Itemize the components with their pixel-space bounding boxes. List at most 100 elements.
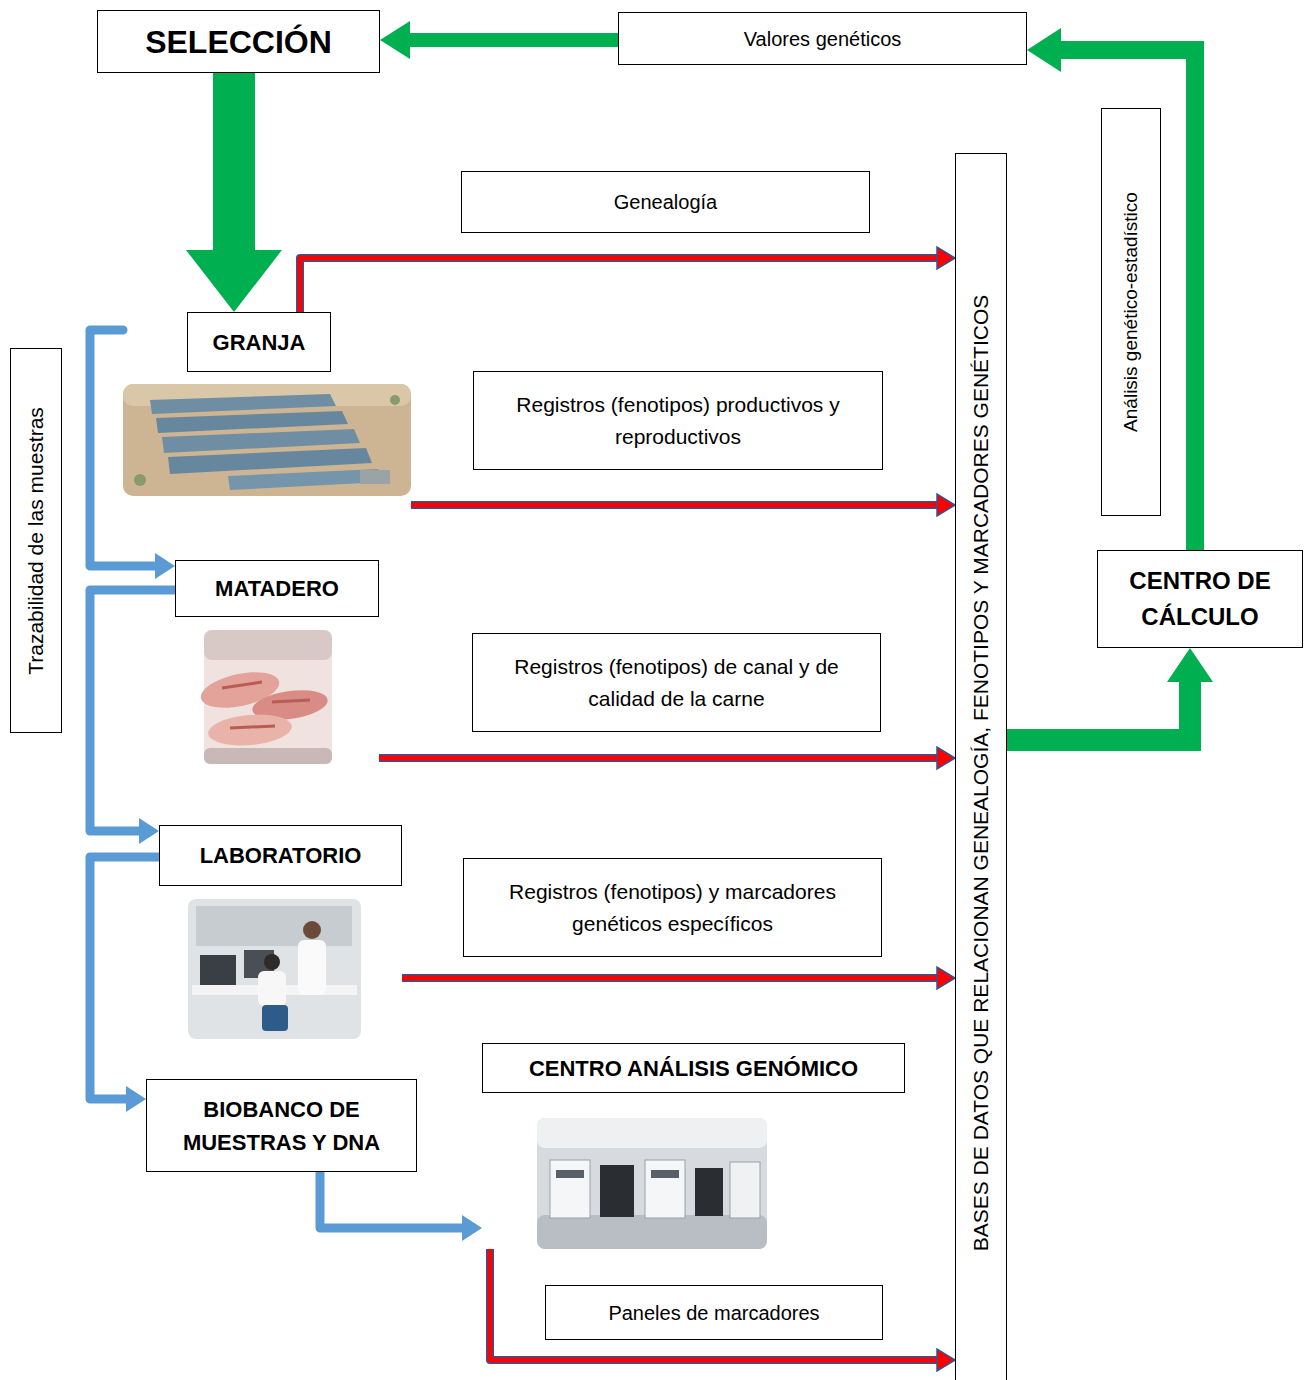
genomic-panel bbox=[651, 1170, 679, 1178]
arrow-head bbox=[139, 818, 159, 844]
node-text: Genealogía bbox=[614, 187, 717, 217]
node-text: Trazabilidad de las muestras bbox=[23, 356, 48, 725]
connector bbox=[411, 494, 955, 516]
genomic-background bbox=[537, 1118, 767, 1249]
arrow-head bbox=[937, 967, 955, 989]
connector bbox=[1027, 28, 1195, 550]
genomic-machine bbox=[600, 1165, 634, 1217]
node-text: BASES DE DATOS QUE RELACIONAN GENEALOGÍA… bbox=[968, 161, 993, 1380]
connector bbox=[90, 330, 175, 579]
genomic-machine bbox=[550, 1160, 590, 1218]
farm-shed bbox=[228, 469, 383, 490]
group-node: GRANJA bbox=[123, 312, 411, 512]
arrow-head bbox=[380, 21, 410, 59]
genomic-floor bbox=[537, 1215, 767, 1249]
process-box: Valores genéticos bbox=[618, 12, 1027, 65]
node-text: BIOBANCO DE MUESTRAS Y DNA bbox=[161, 1093, 402, 1159]
vertical-box: Análisis genético-estadístico bbox=[1101, 108, 1161, 516]
process-box: BIOBANCO DE MUESTRAS Y DNA bbox=[146, 1079, 417, 1172]
connector bbox=[490, 1249, 955, 1371]
arrow-head bbox=[126, 1086, 146, 1112]
connector-line bbox=[90, 330, 157, 566]
arrow-head bbox=[937, 747, 955, 769]
genomic-machine bbox=[730, 1162, 760, 1218]
connector-line bbox=[379, 756, 939, 761]
genomic-machine bbox=[695, 1168, 723, 1216]
connector bbox=[300, 247, 955, 312]
node-text: SELECCIÓN bbox=[145, 18, 332, 66]
connector bbox=[379, 747, 955, 769]
farm-ground bbox=[123, 384, 411, 496]
arrow-head bbox=[1027, 28, 1061, 72]
farm-building bbox=[360, 470, 390, 484]
farm-shed bbox=[150, 394, 336, 414]
heading-box: LABORATORIO bbox=[159, 825, 402, 886]
connector-line bbox=[402, 974, 939, 982]
connector-line bbox=[411, 503, 939, 508]
meat-wall bbox=[204, 630, 332, 660]
node-text: CENTRO DE CÁLCULO bbox=[1112, 563, 1288, 635]
arrow-head bbox=[462, 1215, 482, 1241]
process-box: Paneles de marcadores bbox=[545, 1285, 883, 1340]
process-box: Genealogía bbox=[461, 171, 870, 233]
heading-box: CENTRO ANÁLISIS GENÓMICO bbox=[482, 1043, 905, 1093]
arrow-head bbox=[937, 1349, 955, 1371]
arrow-head bbox=[186, 250, 282, 312]
connector bbox=[1007, 648, 1213, 740]
meat-fat-line bbox=[222, 682, 310, 728]
connector bbox=[186, 73, 282, 312]
node-text: Valores genéticos bbox=[744, 24, 902, 54]
connector-line bbox=[490, 1249, 939, 1360]
group-node: MATADERO bbox=[175, 560, 379, 765]
node-text: MATADERO bbox=[215, 572, 339, 605]
connector bbox=[320, 1172, 482, 1241]
node-text: LABORATORIO bbox=[200, 839, 362, 872]
farm-shed bbox=[162, 429, 360, 453]
node-text: Registros (fenotipos) de canal y de cali… bbox=[487, 651, 866, 714]
process-box: CENTRO DE CÁLCULO bbox=[1097, 550, 1303, 648]
connector-line bbox=[300, 258, 939, 312]
farm-shed bbox=[156, 411, 348, 433]
group-node: CENTRO ANÁLISIS GENÓMICO bbox=[482, 1043, 905, 1249]
lab-background bbox=[188, 899, 361, 1039]
genomic-ceiling bbox=[537, 1118, 767, 1148]
lab-shelves bbox=[196, 906, 352, 946]
connector-line bbox=[90, 590, 175, 831]
vertical-box: Trazabilidad de las muestras bbox=[10, 348, 62, 733]
lab-person-coat bbox=[298, 940, 326, 995]
vertical-box: BASES DE DATOS QUE RELACIONAN GENEALOGÍA… bbox=[955, 153, 1007, 1380]
connector-line bbox=[300, 258, 939, 312]
process-box: Registros (fenotipos) de canal y de cali… bbox=[472, 633, 881, 732]
node-text: CENTRO ANÁLISIS GENÓMICO bbox=[529, 1052, 858, 1085]
arrow-head bbox=[937, 494, 955, 516]
connector-line bbox=[90, 857, 159, 1099]
arrow-head bbox=[155, 553, 175, 579]
node-text: Registros (fenotipos) y marcadores genét… bbox=[478, 876, 867, 939]
genomic-panel bbox=[556, 1170, 584, 1178]
connector-line bbox=[402, 976, 939, 981]
lab-person-head bbox=[264, 954, 280, 970]
node-text: GRANJA bbox=[213, 326, 306, 359]
meat-photo bbox=[198, 630, 332, 764]
farm-tree bbox=[390, 395, 400, 405]
node-text: Registros (fenotipos) productivos y repr… bbox=[488, 389, 868, 452]
lab-monitor bbox=[200, 955, 236, 985]
lab-chair bbox=[262, 1005, 288, 1031]
lab-photo bbox=[188, 899, 361, 1039]
connector bbox=[90, 857, 159, 1112]
node-text: Análisis genético-estadístico bbox=[1120, 116, 1143, 508]
arrow-head bbox=[1167, 648, 1213, 682]
connector-line bbox=[213, 73, 255, 252]
heading-box: GRANJA bbox=[187, 312, 331, 372]
process-box: Registros (fenotipos) productivos y repr… bbox=[473, 371, 883, 470]
lab-person-head bbox=[303, 921, 321, 939]
connector-line bbox=[408, 33, 618, 47]
connector-line bbox=[411, 501, 939, 509]
meat-table bbox=[204, 748, 332, 764]
connector-line bbox=[1007, 680, 1190, 740]
farm-shed bbox=[168, 448, 372, 474]
connector-line bbox=[320, 1172, 464, 1228]
node-text: Paneles de marcadores bbox=[608, 1298, 819, 1328]
genomic-photo bbox=[537, 1118, 767, 1249]
